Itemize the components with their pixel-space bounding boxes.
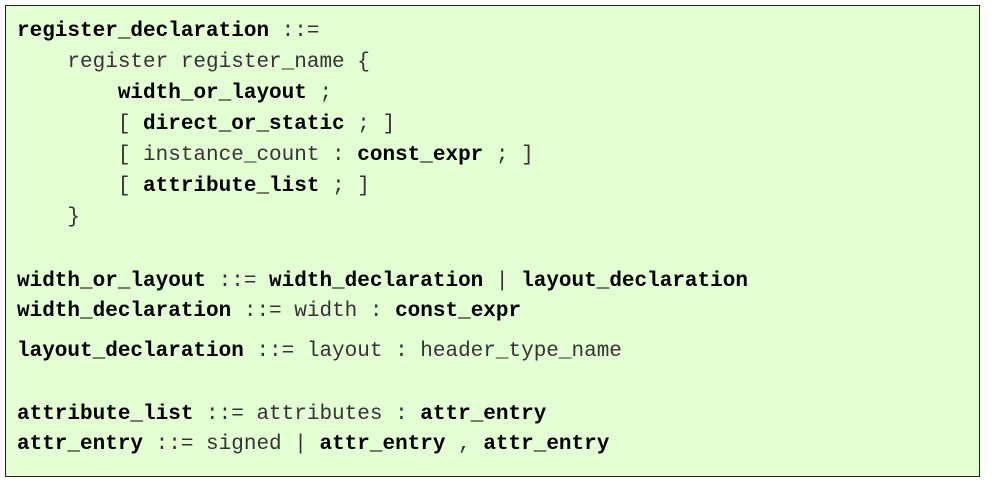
terminal-text: ; ] (319, 175, 370, 198)
operator: ::= width : (231, 300, 396, 323)
indent: [ instance_count : (17, 144, 358, 167)
rule-line-attribute-list: [ attribute_list ; ] (17, 175, 370, 199)
terminal-text: register register_name { (17, 51, 370, 74)
operator: ::= attributes : (193, 403, 421, 426)
terminal-text: ; (306, 82, 333, 105)
nonterminal: const_expr (395, 300, 522, 323)
nonterminal: width_or_layout (117, 82, 307, 105)
nonterminal: attribute_list (143, 175, 320, 198)
rule-line-width-or-layout: width_or_layout ; (17, 82, 332, 106)
rule-line-close-brace: } (17, 206, 80, 230)
nonterminal: attr_entry (483, 433, 610, 456)
nonterminal: direct_or_static (143, 113, 345, 136)
alternation-bar: | (483, 270, 522, 293)
nonterminal: width_declaration (269, 270, 484, 293)
indent (17, 82, 118, 105)
indent: [ (17, 175, 144, 198)
terminal-text: ; ] (344, 113, 396, 136)
grammar-box: register_declaration ::= register regist… (5, 5, 980, 477)
nonterminal: attr_entry (17, 433, 144, 456)
rule-line-register-name: register register_name { (17, 51, 370, 75)
nonterminal: attr_entry (420, 403, 547, 426)
operator: ::= (206, 270, 270, 293)
operator: ::= signed | (143, 433, 320, 456)
rule-layout-declaration: layout_declaration ::= layout : header_t… (17, 340, 622, 364)
nonterminal: layout_declaration (521, 270, 748, 293)
rule-attr-entry: attr_entry ::= signed | attr_entry , att… (17, 433, 609, 457)
nonterminal: layout_declaration (17, 340, 244, 363)
rule-line-instance-count: [ instance_count : const_expr ; ] (17, 144, 534, 168)
nonterminal: width_declaration (17, 300, 232, 323)
indent: [ (17, 113, 144, 136)
nonterminal: attribute_list (17, 403, 194, 426)
nonterminal: width_or_layout (17, 270, 207, 293)
operator: ::= layout : header_type_name (243, 340, 622, 363)
separator: , (445, 433, 484, 456)
rule-line-direct-or-static: [ direct_or_static ; ] (17, 113, 395, 137)
operator: ::= (269, 20, 320, 43)
rule-width-or-layout: width_or_layout ::= width_declaration | … (17, 270, 748, 294)
nonterminal: const_expr (357, 144, 484, 167)
rule-register-declaration: register_declaration ::= (17, 20, 319, 44)
rule-width-declaration: width_declaration ::= width : const_expr (17, 300, 521, 324)
nonterminal: attr_entry (319, 433, 446, 456)
rule-attribute-list: attribute_list ::= attributes : attr_ent… (17, 403, 546, 427)
terminal-text: } (17, 206, 81, 229)
terminal-text: ; ] (483, 144, 534, 167)
nonterminal: register_declaration (17, 20, 270, 43)
